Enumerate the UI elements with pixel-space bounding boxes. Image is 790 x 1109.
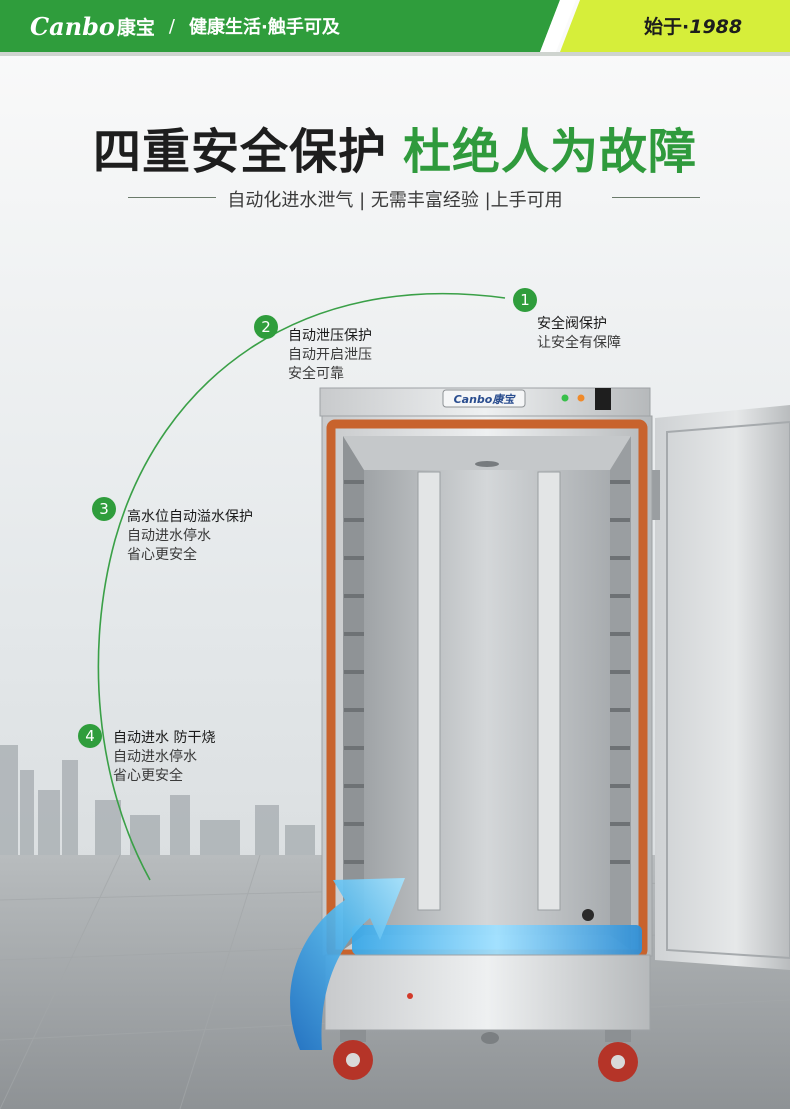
brand-bar: Canbo 康宝 / 健康生活·触手可及 [30, 9, 340, 43]
feature-4-title: 自动进水 防干烧 [113, 730, 216, 746]
feature-4-line-1: 自动进水停水 [113, 749, 197, 765]
feature-1-line-1: 让安全有保障 [537, 335, 621, 351]
canbo-logo-cn: 康宝 [116, 16, 155, 39]
feature-3-line-1: 自动进水停水 [127, 528, 211, 544]
feature-3-line-2: 省心更安全 [127, 547, 197, 563]
since-label: 始于·1988 [644, 12, 742, 39]
page-title: 四重安全保护杜绝人为故障 [0, 112, 790, 182]
title-part2: 杜绝人为故障 [403, 124, 698, 180]
since-text: 始于· [644, 16, 690, 38]
feature-2-badge: 2 [254, 315, 278, 339]
cabinet-logo: Canbo康宝 [454, 393, 517, 406]
feature-1-title: 安全阀保护 [537, 316, 607, 332]
feature-3-title: 高水位自动溢水保护 [127, 509, 253, 525]
feature-1-badge: 1 [513, 288, 537, 312]
feature-3-badge: 3 [92, 497, 116, 521]
top-banner: Canbo 康宝 / 健康生活·触手可及 始于·1988 [0, 0, 790, 52]
feature-4-line-2: 省心更安全 [113, 768, 183, 784]
feature-1: 安全阀保护 让安全有保障 [537, 315, 621, 353]
feature-2: 自动泄压保护 自动开启泄压 安全可靠 [288, 327, 372, 384]
feature-4-badge: 4 [78, 724, 102, 748]
feature-2-line-2: 安全可靠 [288, 366, 344, 382]
subtitle-rule-right [612, 197, 700, 198]
header-separator: / [168, 15, 175, 37]
feature-2-line-1: 自动开启泄压 [288, 347, 372, 363]
feature-2-title: 自动泄压保护 [288, 328, 372, 344]
feature-4: 自动进水 防干烧 自动进水停水 省心更安全 [113, 729, 215, 786]
subtitle-rule-left [128, 197, 216, 198]
page-subtitle: 自动化进水泄气 | 无需丰富经验 |上手可用 [227, 190, 563, 211]
brand-slogan: 健康生活·触手可及 [188, 17, 340, 38]
feature-3: 高水位自动溢水保护 自动进水停水 省心更安全 [127, 508, 253, 565]
canbo-logo: Canbo [30, 11, 115, 41]
since-year: 1988 [689, 16, 743, 38]
title-part1: 四重安全保护 [92, 124, 387, 180]
